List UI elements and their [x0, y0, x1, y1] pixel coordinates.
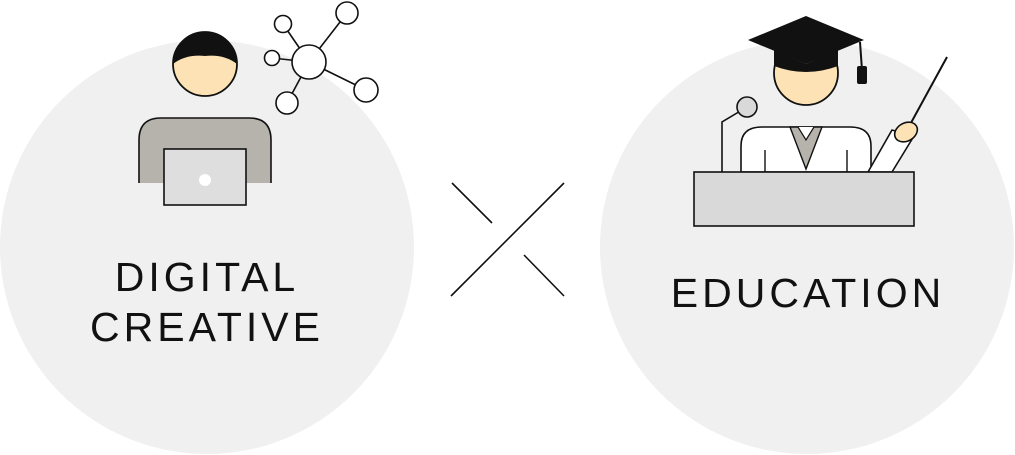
education-circle: [600, 40, 1014, 454]
microphone-icon: [721, 96, 758, 172]
network-icon: [263, 1, 379, 115]
pointer-stick-icon: [905, 56, 948, 133]
digital-creative-circle: [0, 40, 414, 454]
podium-icon: [693, 171, 915, 227]
education-label: EDUCATION: [620, 268, 996, 318]
tassel: [857, 66, 867, 84]
cross-icon: [450, 182, 565, 297]
laptop-icon: [163, 148, 247, 206]
hand: [893, 121, 919, 143]
mortarboard: [748, 16, 864, 64]
digital-creative-label: DIGITAL CREATIVE: [40, 252, 374, 352]
label-line-creative: CREATIVE: [90, 304, 324, 350]
label-line-education: EDUCATION: [670, 270, 946, 316]
hair: [173, 32, 237, 64]
graduation-cap-icon: [748, 16, 867, 84]
laptop-logo: [199, 174, 211, 186]
label-line-digital: DIGITAL: [114, 254, 300, 300]
